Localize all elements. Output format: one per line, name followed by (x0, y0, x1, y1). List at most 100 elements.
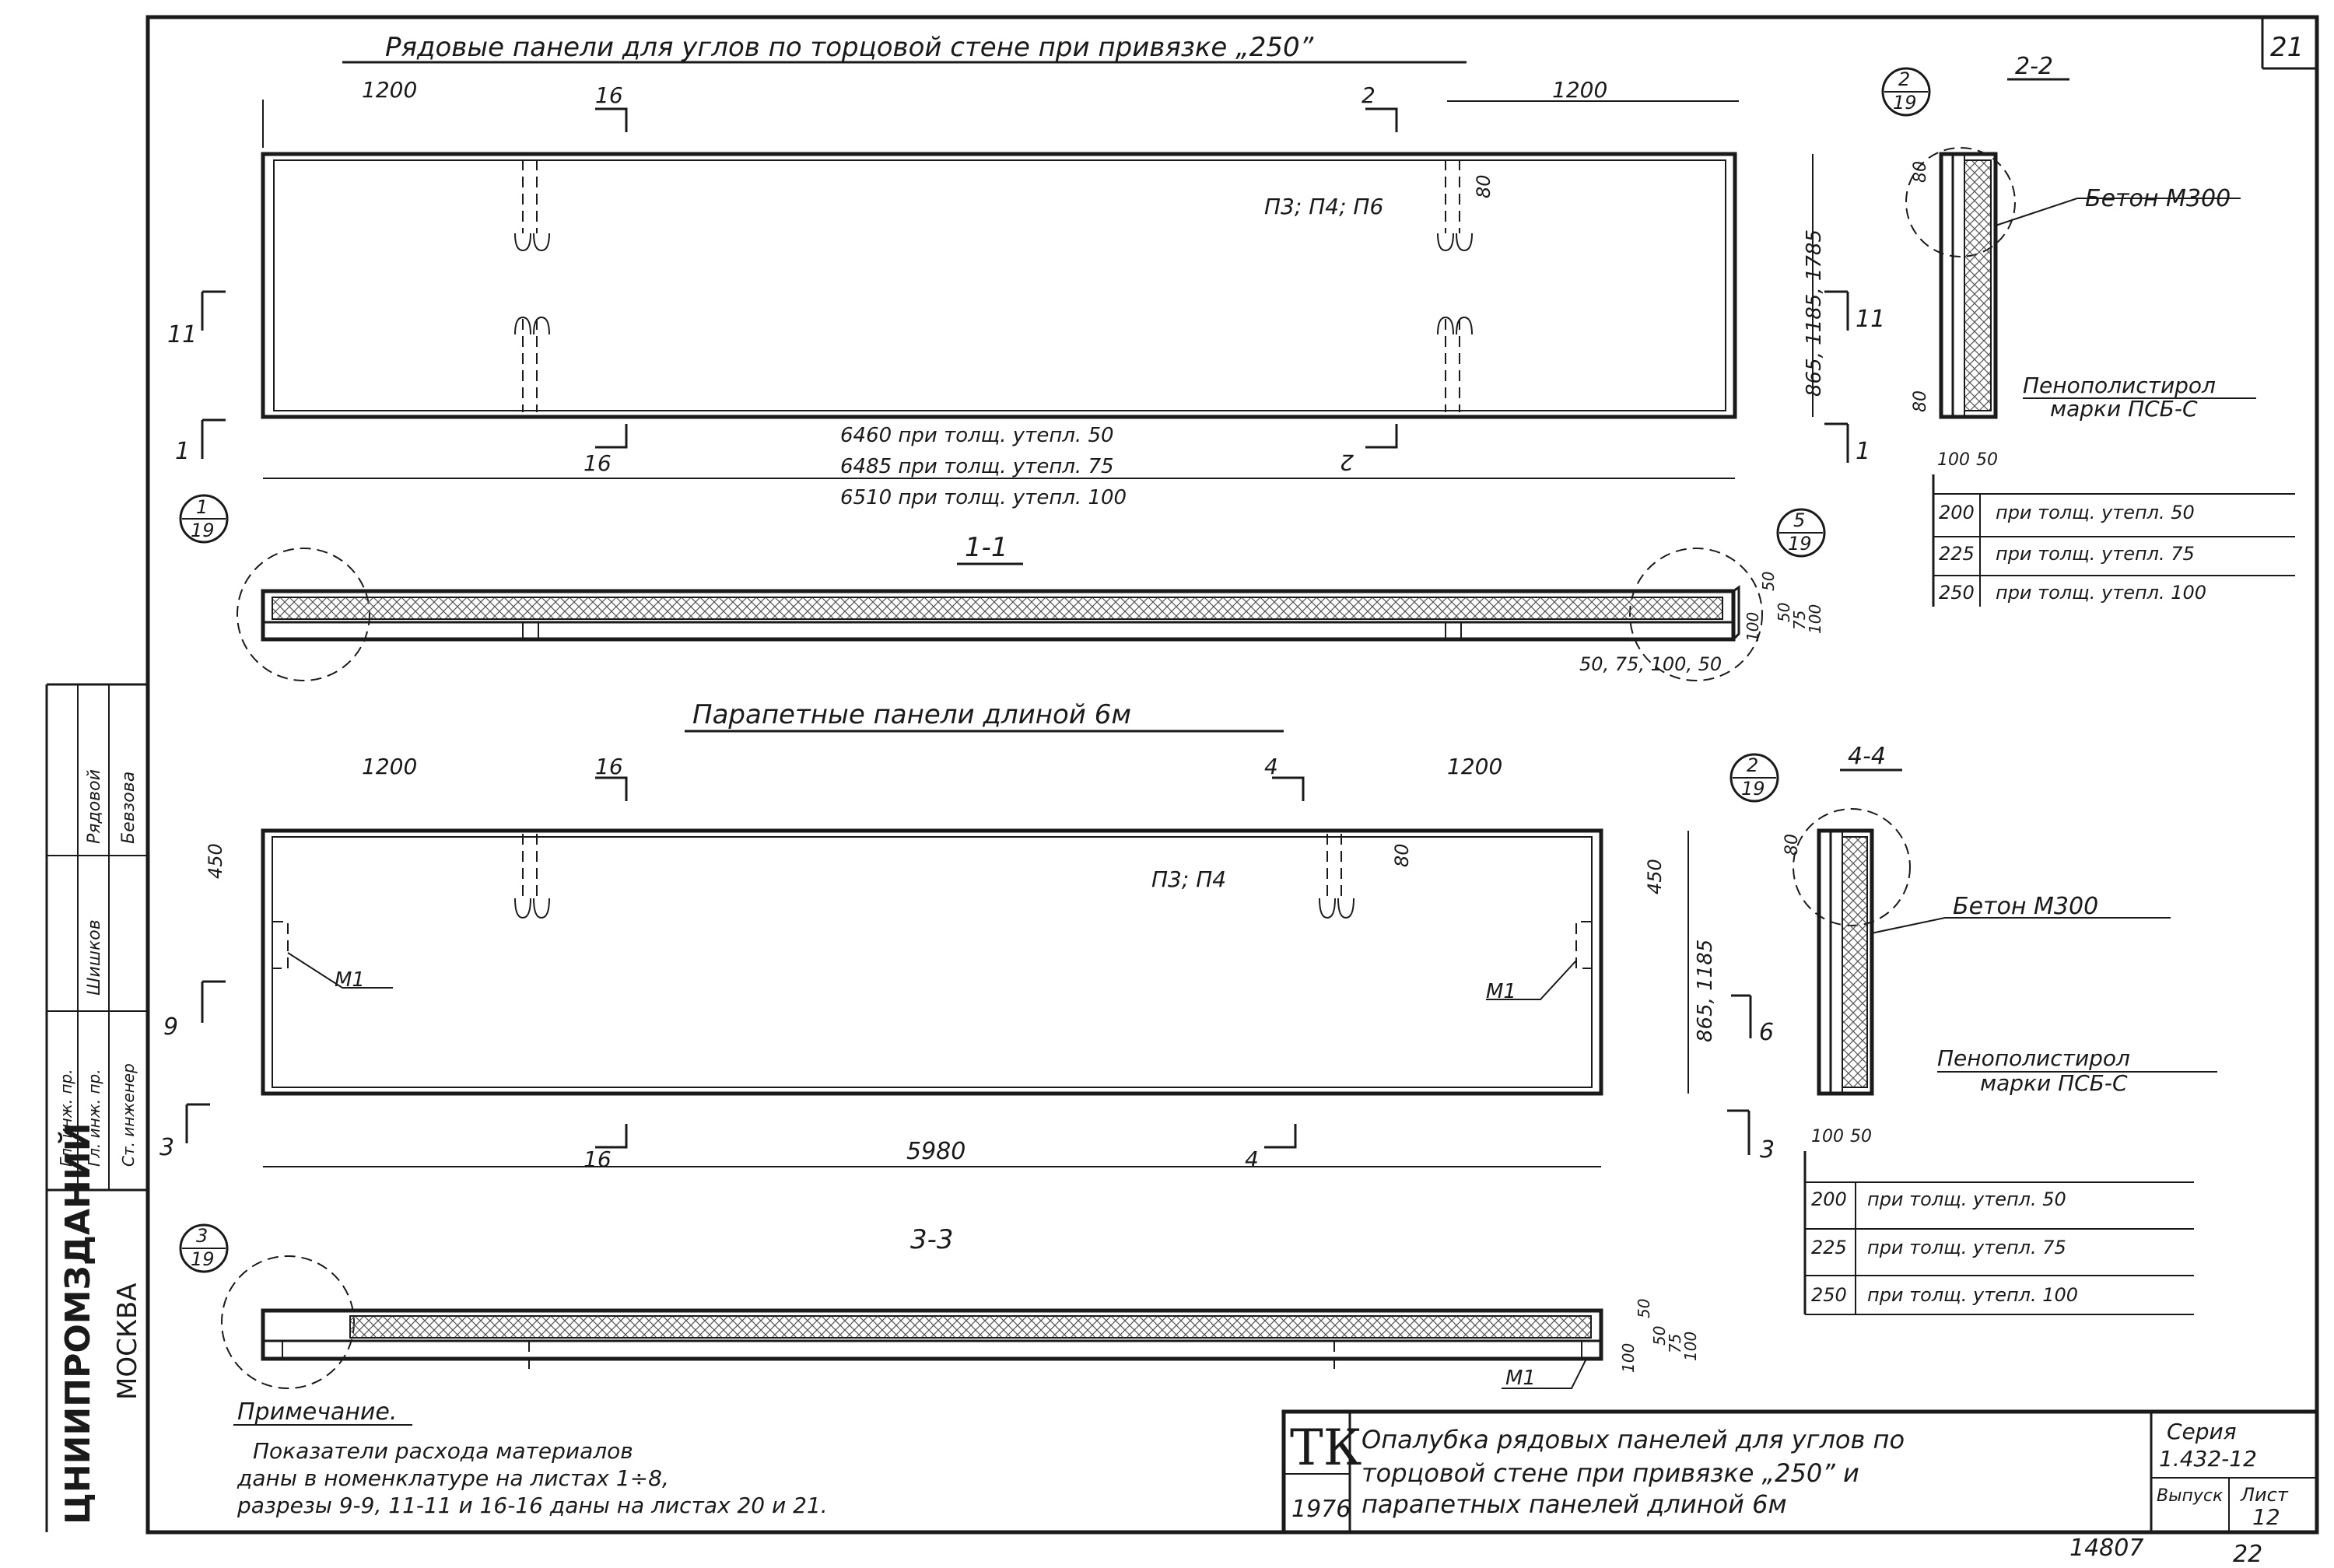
svg-text:19: 19 (1741, 778, 1765, 800)
svg-text:при толщ. утепл. 75: при толщ. утепл. 75 (1867, 1237, 2066, 1258)
section-2-2-concrete-leader (1995, 198, 2241, 226)
cut-4-parapet-top-marker (1272, 776, 1305, 801)
svg-text:при толщ. утепл. 100: при толщ. утепл. 100 (1996, 582, 2206, 604)
parapet-length: 5980 (906, 1138, 965, 1165)
institute-name: ЦНИИПРОМЗДАНИЙ (57, 1122, 98, 1524)
length-line-1: 6460 при толщ. утепл. 50 (840, 424, 1114, 447)
section-4-4-concrete: Бетон М300 (1953, 893, 2098, 920)
section-4-4-label: 4-4 (1848, 743, 1886, 770)
section-4-4-thickness-table: 200 при толщ. утепл. 50 225 при толщ. ут… (1803, 1151, 2194, 1315)
parapet-hooks-right (1319, 834, 1354, 919)
parapet-dim-left: 1200 (362, 754, 417, 779)
svg-text:200: 200 (1939, 502, 1975, 523)
section-3-3-profile (261, 1308, 1603, 1369)
section-4-4-dim-50: 50 (1850, 1127, 1872, 1146)
parapet-dim-80: 80 (1391, 843, 1413, 867)
parapet-title: Парапетные панели длиной 6м (692, 699, 1131, 730)
section-2-2-thickness-table: 200 при толщ. утепл. 50 225 при толщ. ут… (1932, 474, 2295, 607)
svg-text:75: 75 (1666, 1334, 1684, 1353)
length-line-2: 6485 при толщ. утепл. 75 (840, 455, 1114, 478)
series-value: 1.432-12 (2159, 1446, 2257, 1472)
svg-text:250: 250 (1939, 582, 1975, 604)
top-dim-left: 1200 (362, 77, 417, 103)
svg-text:при толщ. утепл. 100: при толщ. утепл. 100 (1867, 1284, 2078, 1306)
hook-anchors-left (514, 159, 550, 412)
m1-left-leader (287, 952, 393, 989)
section-4-4-dim-80: 80 (1782, 834, 1802, 856)
cut-2-bottom-marker (1365, 424, 1398, 449)
city-name: МОСКВА (112, 1283, 143, 1400)
m1-left-label: М1 (335, 968, 365, 992)
m1-3-3-label: М1 (1505, 1367, 1536, 1390)
title-block (1281, 1409, 2319, 1535)
section-4-4-profile (1817, 828, 1874, 1096)
svg-text:при толщ. утепл. 50: при толщ. утепл. 50 (1867, 1188, 2066, 1210)
row-panel-inner-line (273, 159, 1726, 411)
cut-3-right-label: 3 (1760, 1136, 1775, 1164)
section-2-2-label: 2-2 (2015, 53, 2053, 80)
section-4-4-foam-1: Пенополистирол (1937, 1045, 2130, 1071)
svg-text:50: 50 (1650, 1326, 1669, 1346)
cut-9-right-label: 9 (1759, 1017, 1774, 1044)
detail-circle-2-2 (1905, 147, 2016, 257)
series-label: Серия (2167, 1419, 2237, 1444)
svg-text:при толщ. утепл. 50: при толщ. утепл. 50 (1996, 502, 2195, 523)
row-panel-height-text: 865, 1185, 1785 (1803, 229, 1826, 397)
section-2-2-foam-1: Пенополистирол (2023, 373, 2216, 398)
section-3-3-label: 3-3 (910, 1224, 954, 1255)
cut-4-parapet-bottom-label: 4 (1245, 1146, 1259, 1172)
row-panel-marks: П3; П4; П6 (1264, 194, 1383, 219)
detail-circle-3 (221, 1255, 355, 1389)
parapet-hooks-left (514, 834, 550, 919)
cut-9-right-marker (1731, 994, 1752, 1038)
callout-3-19: 3 19 (179, 1223, 229, 1273)
top-title: Рядовые панели для углов по торцовой сте… (385, 32, 1314, 63)
title-line-3: парапетных панелей длиной 6м (1362, 1489, 1787, 1519)
stamp-name-3: Бевзова (119, 772, 138, 844)
cut-9-left-marker (201, 980, 226, 1023)
section-2-2-dim-80-bottom: 80 (1911, 390, 1930, 412)
svg-text:225: 225 (1811, 1237, 1847, 1258)
cut-2-bottom-label: 2 (1340, 450, 1354, 475)
section-4-4-foam-2: марки ПСБ-С (1980, 1070, 2128, 1096)
sheet-frame (145, 15, 2319, 1535)
row-panel-plan (261, 152, 1737, 419)
title-line-1: Опалубка рядовых панелей для углов по (1362, 1425, 1905, 1454)
cut-2-top-marker (1365, 107, 1398, 132)
hook-anchors-right (1437, 159, 1473, 412)
svg-text:2: 2 (1747, 754, 1758, 776)
cut-16-top-marker (595, 107, 628, 132)
section-3-3-side-dims: 50 100 50 75 100 (1619, 1299, 1700, 1373)
title-block-tk: ТК (1290, 1419, 1362, 1477)
svg-text:50: 50 (1635, 1299, 1653, 1318)
cut-1-right-label: 1 (1856, 438, 1870, 465)
parapet-panel-inner-line (272, 836, 1593, 1088)
m1-left-plate (272, 921, 289, 969)
note-line-3: разрезы 9-9, 11-11 и 16-16 даны на листа… (237, 1493, 828, 1518)
cut-2-top-label: 2 (1362, 82, 1376, 108)
svg-text:250: 250 (1811, 1284, 1847, 1306)
svg-text:5: 5 (1793, 509, 1805, 531)
stamp-role-3: Ст. инженер (119, 1063, 138, 1167)
length-line-3: 6510 при толщ. утепл. 100 (840, 486, 1127, 509)
stamp-role-2: Гл. инж. пр. (85, 1069, 103, 1167)
left-stamp (45, 683, 148, 1532)
svg-text:100: 100 (1619, 1343, 1638, 1373)
cut-1-left-marker (201, 418, 226, 459)
section-4-4-concrete-leader (1870, 917, 2171, 934)
svg-text:1: 1 (196, 496, 208, 518)
stamp-role-1: Гл. инж. пр. (57, 1069, 75, 1167)
section-1-1-bottom-dims: 50, 75, 100, 50 (1579, 653, 1722, 675)
cut-3-left-label: 3 (159, 1134, 174, 1161)
parapet-dim-right: 1200 (1447, 754, 1502, 779)
svg-text:100: 100 (1743, 612, 1762, 642)
svg-text:100: 100 (1806, 604, 1824, 634)
cut-4-parapet-bottom-marker (1264, 1124, 1297, 1149)
page-bottom: 22 (2233, 1541, 2262, 1568)
svg-text:225: 225 (1939, 543, 1975, 565)
cut-11-right-marker (1824, 290, 1849, 331)
cut-11-left-marker (201, 290, 226, 331)
title-block-year: 1976 (1291, 1496, 1351, 1523)
